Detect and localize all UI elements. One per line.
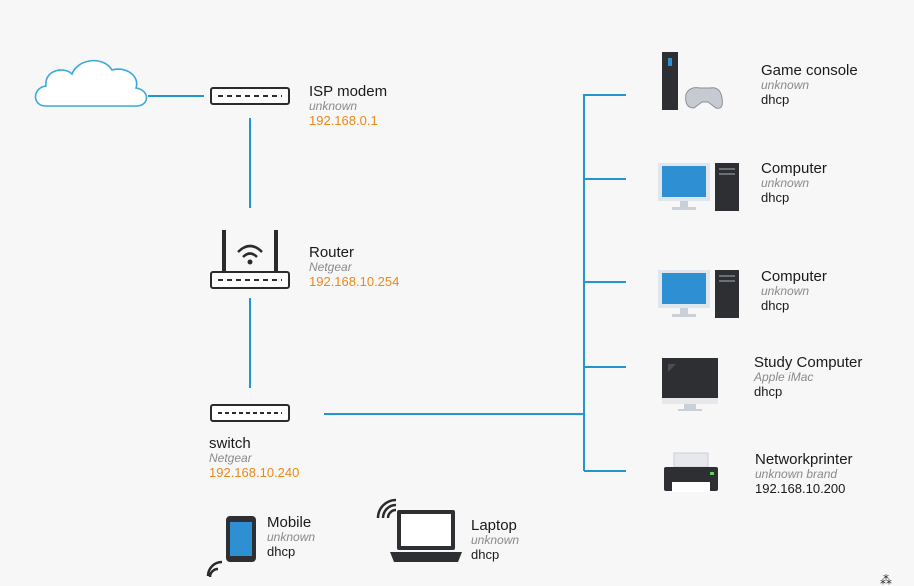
mobile-label: Mobile unknown dhcp xyxy=(267,514,315,560)
device-name: Networkprinter xyxy=(755,451,853,468)
device-brand: unknown xyxy=(471,533,520,548)
device-name: ISP modem xyxy=(309,83,388,100)
device-address: dhcp xyxy=(754,384,783,400)
computer-1-label: Computer unknown dhcp xyxy=(761,160,827,206)
laptop-icon xyxy=(376,498,462,562)
game-console-icon xyxy=(662,52,723,110)
study-computer-label: Study Computer Apple iMac dhcp xyxy=(754,354,862,400)
device-address: 192.168.0.1 xyxy=(309,113,378,129)
device-address: dhcp xyxy=(761,92,790,108)
device-address: dhcp xyxy=(761,298,790,314)
cloud-icon xyxy=(34,59,148,107)
computer-icon xyxy=(658,270,739,318)
device-address: 192.168.10.254 xyxy=(309,274,400,290)
switch-icon xyxy=(210,404,290,422)
device-address: 192.168.10.200 xyxy=(755,481,846,497)
device-name: Mobile xyxy=(267,514,312,531)
laptop-label: Laptop unknown dhcp xyxy=(471,517,519,563)
device-name: Study Computer xyxy=(754,354,863,371)
device-name: switch xyxy=(209,435,251,452)
computer-icon xyxy=(658,163,739,211)
device-brand: unknown xyxy=(309,99,358,114)
router-label: Router Netgear 192.168.10.254 xyxy=(309,244,399,290)
device-brand: unknown xyxy=(761,284,810,299)
network-printer-label: Networkprinter unknown brand 192.168.10.… xyxy=(755,451,853,497)
game-console-label: Game console unknown dhcp xyxy=(761,62,858,108)
device-address: dhcp xyxy=(471,547,500,563)
device-brand: unknown xyxy=(267,530,316,545)
imac-icon xyxy=(662,358,718,411)
device-name: Laptop xyxy=(471,517,517,534)
device-brand: unknown xyxy=(761,176,810,191)
device-brand: Netgear xyxy=(309,260,352,275)
device-address: 192.168.10.240 xyxy=(209,465,300,481)
device-name: Computer xyxy=(761,160,827,177)
switch-label: switch Netgear 192.168.10.240 xyxy=(209,435,299,481)
device-brand: unknown xyxy=(761,78,810,93)
device-name: Game console xyxy=(761,62,858,79)
computer-2-label: Computer unknown dhcp xyxy=(761,268,827,314)
printer-icon xyxy=(664,452,718,492)
device-brand: Apple iMac xyxy=(754,370,814,385)
device-address: dhcp xyxy=(761,190,790,206)
device-name: Router xyxy=(309,244,355,261)
isp-modem-label: ISP modem unknown 192.168.0.1 xyxy=(309,83,387,129)
device-address: dhcp xyxy=(267,544,296,560)
mobile-phone-icon xyxy=(206,516,256,578)
corner-handle-icon: ⁂ xyxy=(880,573,892,586)
modem-icon xyxy=(210,87,290,105)
device-name: Computer xyxy=(761,268,827,285)
router-icon xyxy=(210,230,290,289)
device-brand: unknown brand xyxy=(755,467,838,482)
device-brand: Netgear xyxy=(209,451,252,466)
